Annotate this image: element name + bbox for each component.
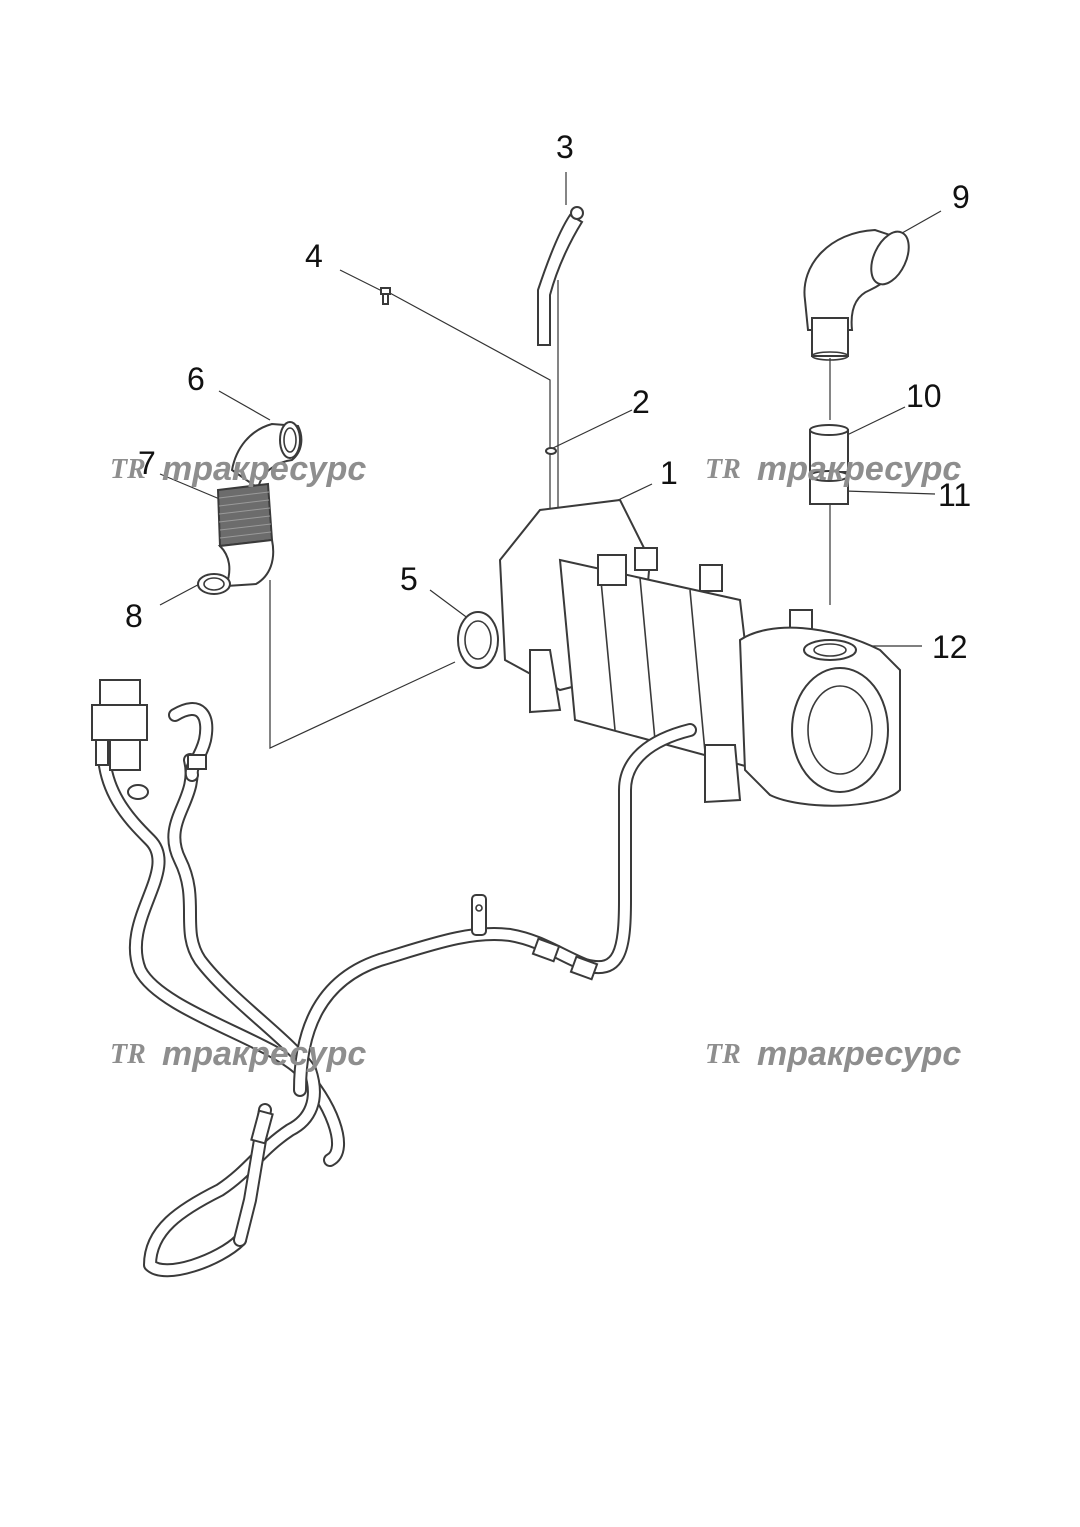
part-4-bolt	[380, 287, 391, 305]
watermark-text: тракресурс	[757, 1035, 961, 1073]
part-10-pipe-clamp	[809, 424, 849, 473]
callout-4: 4	[305, 238, 323, 274]
watermark-logo: TR	[705, 454, 741, 485]
watermark-logo: TR	[110, 1039, 146, 1070]
part-7-corrugated-hose	[216, 482, 274, 548]
part-1-muffler-assembly	[498, 498, 813, 804]
part-8-outlet-elbow	[197, 538, 275, 595]
leader-2	[552, 409, 633, 449]
watermark-text: тракресурс	[757, 450, 961, 488]
leader-10	[844, 406, 906, 437]
part-2-washer	[545, 447, 557, 455]
leader-7	[159, 473, 223, 501]
part-11-pipe-clamp	[809, 470, 849, 505]
watermark-text: тракресурс	[162, 1035, 366, 1073]
part-9-exhaust-elbow	[803, 228, 910, 361]
leader-4	[339, 269, 385, 293]
callout-labels: 1 2 3 4 5 6 7 8 9 10 11 12	[125, 129, 971, 665]
watermark-top-right: TR тракресурс	[705, 450, 961, 488]
watermark-bottom-right: TR тракресурс	[705, 1035, 961, 1073]
callout-11: 11	[938, 477, 971, 513]
watermark-bottom-left: TR тракресурс	[110, 1035, 366, 1073]
leader-11	[844, 490, 936, 495]
watermark-text: тракресурс	[162, 450, 366, 488]
part-12-outlet-housing	[738, 626, 901, 807]
callout-12: 12	[932, 629, 968, 665]
callout-6: 6	[187, 361, 205, 397]
axis-hose	[269, 580, 456, 749]
callout-3: 3	[556, 129, 574, 165]
hose-clips	[127, 754, 599, 1145]
dosing-module	[91, 679, 148, 771]
leader-6	[218, 390, 271, 421]
watermark-logo: TR	[705, 1039, 741, 1070]
callout-5: 5	[400, 561, 418, 597]
part-5-inlet-flange	[457, 611, 499, 669]
dosing-hoses	[96, 702, 697, 1278]
part-6-elbow	[230, 421, 303, 490]
callout-2: 2	[632, 384, 650, 420]
callout-10: 10	[906, 378, 942, 414]
callout-7: 7	[138, 445, 156, 481]
watermark-top-left: TR тракресурс	[110, 450, 366, 488]
callout-9: 9	[952, 179, 970, 215]
axis-bolt	[387, 291, 551, 560]
part-3-strap	[537, 206, 584, 346]
callout-1: 1	[660, 455, 678, 491]
callout-8: 8	[125, 598, 143, 634]
leader-lines	[159, 172, 942, 749]
watermark-logo: TR	[110, 454, 146, 485]
